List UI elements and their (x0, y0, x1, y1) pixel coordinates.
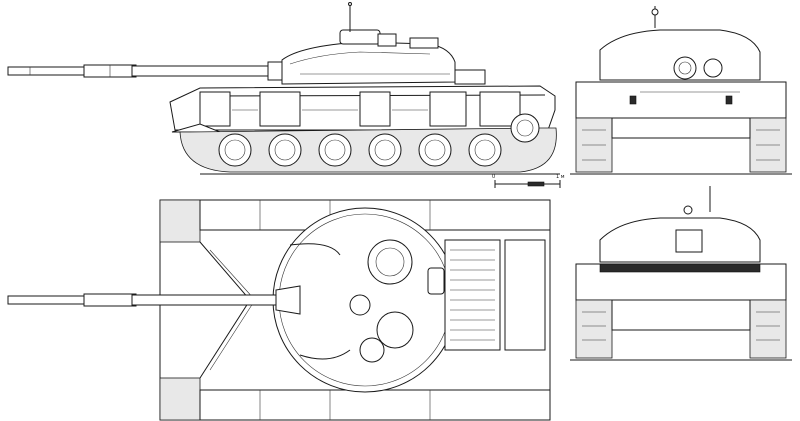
scale-bar: 0 1 м (492, 174, 565, 188)
engine-grille (450, 249, 495, 341)
scale-label-end: 1 м (556, 174, 565, 180)
top-view (7, 199, 551, 421)
side-turret (281, 2, 486, 85)
top-gun-barrel (7, 285, 301, 315)
side-running-gear (179, 113, 560, 175)
side-view: 0 1 м (7, 2, 565, 188)
side-gun-barrel (7, 61, 289, 81)
rear-view (570, 186, 792, 361)
scale-label-start: 0 (492, 174, 495, 180)
front-view (570, 6, 792, 175)
side-hull (169, 85, 556, 133)
